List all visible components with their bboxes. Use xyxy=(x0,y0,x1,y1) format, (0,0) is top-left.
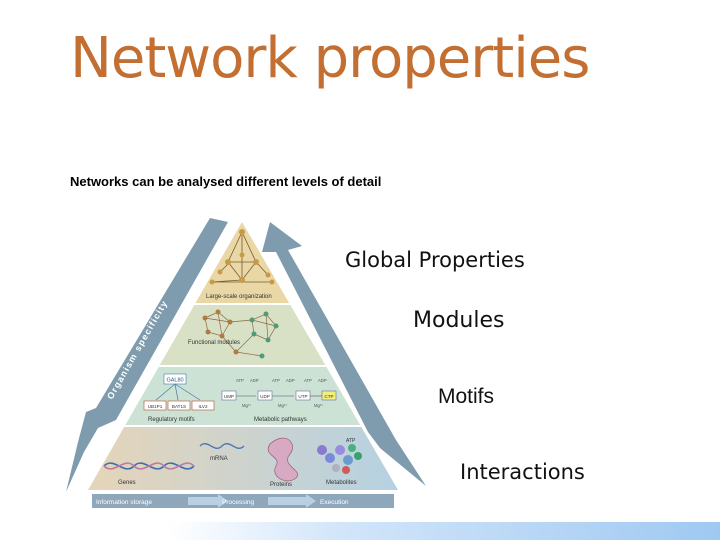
level-global-properties: Global Properties xyxy=(345,248,525,272)
level-interactions: Interactions xyxy=(460,460,585,484)
tier-label-modules: Functional modules xyxy=(188,340,240,346)
slide-title: Network properties xyxy=(70,26,590,91)
cofactor-label: ATP xyxy=(236,378,244,383)
process-bar xyxy=(92,494,394,508)
motif-node-top: GAL80 xyxy=(166,378,183,384)
cofactor-label: ATP xyxy=(304,378,312,383)
left-arrow xyxy=(66,218,228,492)
bar-label-processing: Processing xyxy=(222,499,255,506)
motif-node: BAT1S xyxy=(172,404,186,409)
tier-label-mrna: mRNA xyxy=(210,456,228,462)
cofactor-label: ADP xyxy=(318,378,327,383)
level-modules: Modules xyxy=(413,308,505,333)
tier-label-genes: Genes xyxy=(118,480,136,486)
motif-node: UB1P1 xyxy=(148,404,163,409)
tier-label-metabolic: Metabolic pathways xyxy=(254,417,307,423)
pathway-node: UDP xyxy=(260,394,270,399)
motif-node: ILV2 xyxy=(198,404,208,409)
regulatory-motif: GAL80 UB1P1 BAT1S ILV2 xyxy=(143,373,215,411)
pathway-node: UTP xyxy=(298,394,307,399)
tier-label-regulatory: Regulatory motifs xyxy=(148,417,195,423)
process-arrow-icon xyxy=(188,494,228,508)
footer-accent-bar xyxy=(168,522,720,540)
level-motifs: Motifs xyxy=(438,385,495,408)
cofactor-label: Mg²⁺ xyxy=(242,403,251,408)
mrna-strand xyxy=(199,443,245,449)
cofactor-label: ATP xyxy=(272,378,280,383)
module-clusters xyxy=(202,309,279,359)
metabolite-molecules xyxy=(317,444,362,474)
pathway-node: CTP xyxy=(324,394,333,399)
pathway-node: UMP xyxy=(224,394,234,399)
bar-label-storage: Information storage xyxy=(96,499,152,506)
process-arrow-icon xyxy=(268,494,316,508)
protein-structure xyxy=(267,437,298,482)
tier-label-proteins: Proteins xyxy=(270,482,292,488)
figure-caption: Networks can be analysed different level… xyxy=(70,174,382,189)
right-arrow xyxy=(262,222,426,486)
dna-helix xyxy=(103,462,195,470)
cofactor-label: ADP xyxy=(250,378,259,383)
metabolic-pathway: UMP UDP UTP CTP ATP ADP ATP ADP ATP ADP … xyxy=(221,378,337,408)
tier-label-metabolites: Metabolites xyxy=(326,480,357,486)
cofactor-label: Mg²⁺ xyxy=(314,403,323,408)
large-scale-nodes xyxy=(209,229,275,285)
protein-ligand-label: ATP xyxy=(346,438,356,444)
bar-label-execution: Execution xyxy=(320,499,349,506)
tier-label-top: Large-scale organization xyxy=(206,294,272,300)
cofactor-label: ADP xyxy=(286,378,295,383)
cofactor-label: Mg²⁺ xyxy=(278,403,287,408)
